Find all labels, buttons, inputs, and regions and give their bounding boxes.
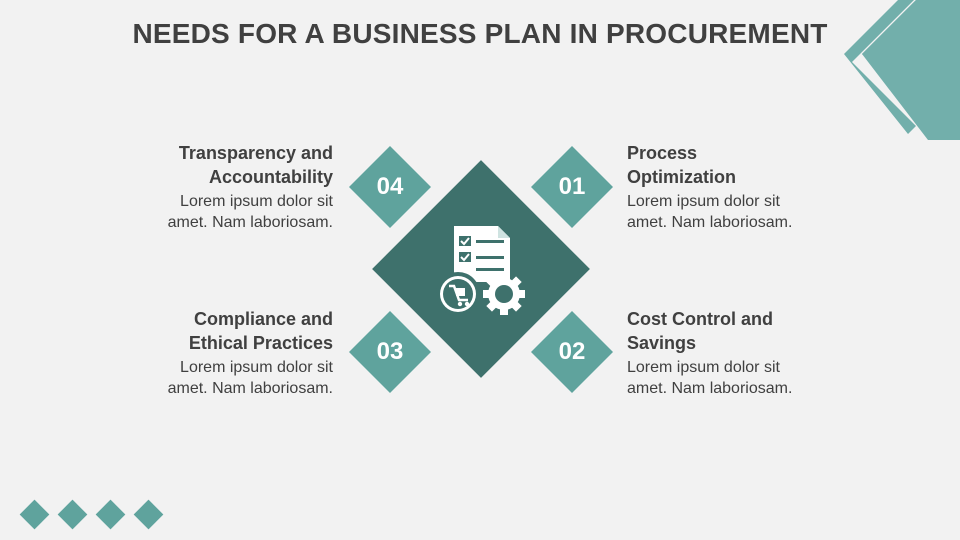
item-03-heading-line1: Compliance and <box>193 309 333 329</box>
decorative-diamond-1 <box>19 499 50 530</box>
procurement-checklist-gear-icon <box>436 226 525 316</box>
item-04-desc-line1: Lorem ipsum dolor sit <box>180 193 333 210</box>
item-01-heading: Process Optimization <box>627 141 847 189</box>
number-label-01: 01 <box>558 173 586 200</box>
item-01-block: Process Optimization Lorem ipsum dolor s… <box>627 141 847 233</box>
item-04-heading-line1: Transparency and <box>178 143 333 163</box>
number-label-03: 03 <box>376 338 404 365</box>
item-04-heading-line2: Accountability <box>208 167 333 187</box>
item-03-heading: Compliance and Ethical Practices <box>113 307 333 355</box>
item-03-description: Lorem ipsum dolor sit amet. Nam laborios… <box>113 357 333 399</box>
number-label-02: 02 <box>558 338 586 365</box>
item-01-heading-line1: Process <box>627 143 698 163</box>
item-04-block: Transparency and Accountability Lorem ip… <box>113 141 333 233</box>
decorative-diamond-3 <box>95 499 126 530</box>
corner-chevron-decoration <box>844 0 960 140</box>
slide-title: NEEDS FOR A BUSINESS PLAN IN PROCUREMENT <box>132 18 828 49</box>
item-01-desc-line1: Lorem ipsum dolor sit <box>627 193 780 210</box>
item-02-desc-line1: Lorem ipsum dolor sit <box>627 359 780 376</box>
item-03-desc-line1: Lorem ipsum dolor sit <box>180 359 333 376</box>
item-01-desc-line2: amet. Nam laboriosam. <box>627 214 793 231</box>
decorative-diamond-4 <box>133 499 164 530</box>
item-02-heading-line1: Cost Control and <box>627 309 773 329</box>
item-02-description: Lorem ipsum dolor sit amet. Nam laborios… <box>627 357 847 399</box>
item-02-heading-line2: Savings <box>627 333 697 353</box>
number-label-04: 04 <box>376 173 404 200</box>
item-01-description: Lorem ipsum dolor sit amet. Nam laborios… <box>627 191 847 233</box>
item-03-block: Compliance and Ethical Practices Lorem i… <box>113 307 333 399</box>
item-01-heading-line2: Optimization <box>627 167 736 187</box>
item-02-heading: Cost Control and Savings <box>627 307 847 355</box>
item-03-heading-line2: Ethical Practices <box>188 333 333 353</box>
decorative-diamond-2 <box>57 499 88 530</box>
item-02-block: Cost Control and Savings Lorem ipsum dol… <box>627 307 847 399</box>
item-04-description: Lorem ipsum dolor sit amet. Nam laborios… <box>113 191 333 233</box>
item-02-desc-line2: amet. Nam laboriosam. <box>627 380 793 397</box>
item-04-desc-line2: amet. Nam laboriosam. <box>167 214 333 231</box>
item-03-desc-line2: amet. Nam laboriosam. <box>167 380 333 397</box>
item-04-heading: Transparency and Accountability <box>113 141 333 189</box>
